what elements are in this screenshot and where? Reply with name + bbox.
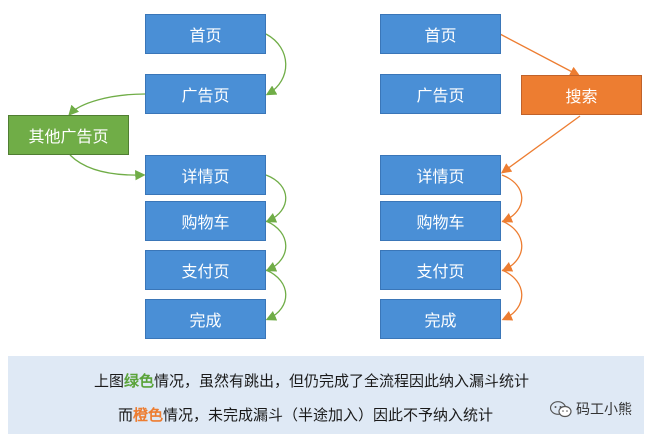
arrow-other-ad-to-detail: [69, 154, 146, 181]
caption-orange-highlight: 橙色: [133, 406, 164, 424]
left-node-home: 首页: [145, 14, 266, 54]
arrow-cart-to-pay: [265, 220, 287, 272]
caption-line-1-prefix: 上图: [94, 372, 125, 390]
watermark: 码工小熊: [549, 399, 632, 419]
arrow-detail-to-cart: [265, 174, 287, 223]
left-node-done: 完成: [145, 299, 266, 339]
right-node-ad: 广告页: [380, 74, 501, 114]
left-node-pay: 支付页: [145, 250, 266, 290]
caption-line-1-suffix: 情况，虽然有跳出，但仍完成了全流程因此纳入漏斗统计: [154, 372, 530, 390]
right-node-search: 搜索: [521, 75, 642, 115]
caption-line-2: 而橙色情况，未完成漏斗（半途加入）因此不予纳入统计: [118, 404, 493, 425]
left-node-ad: 广告页: [145, 74, 266, 114]
caption-line-1: 上图绿色情况，虽然有跳出，但仍完成了全流程因此纳入漏斗统计: [94, 370, 529, 391]
right-node-cart: 购物车: [380, 201, 501, 241]
caption-line-2-prefix: 而: [118, 406, 134, 424]
caption-green-highlight: 绿色: [124, 372, 155, 390]
arrow-pay-to-done-right: [501, 269, 523, 321]
right-node-pay: 支付页: [380, 250, 501, 290]
wechat-icon: [549, 400, 572, 418]
arrow-home-to-search: [499, 33, 581, 77]
caption-line-2-suffix: 情况，未完成漏斗（半途加入）因此不予纳入统计: [163, 406, 494, 424]
arrow-ad-to-other-ad: [68, 93, 146, 116]
caption-panel: [8, 356, 644, 434]
arrow-detail-to-cart-right: [501, 174, 523, 223]
arrow-search-to-detail: [500, 115, 581, 174]
arrow-pay-to-done: [265, 269, 287, 321]
right-node-done: 完成: [380, 299, 501, 339]
arrow-cart-to-pay-right: [501, 220, 523, 272]
left-node-other-ad: 其他广告页: [8, 115, 129, 155]
watermark-text: 码工小熊: [576, 402, 632, 418]
left-node-detail: 详情页: [145, 155, 266, 195]
arrow-home-to-ad: [265, 33, 287, 96]
right-node-home: 首页: [380, 14, 501, 54]
left-node-cart: 购物车: [145, 201, 266, 241]
right-node-detail: 详情页: [380, 155, 501, 195]
